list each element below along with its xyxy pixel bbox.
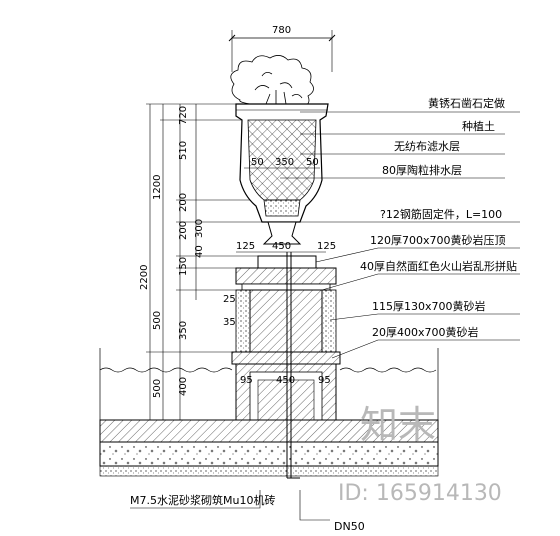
dim-720: 720 xyxy=(178,106,189,125)
dim-urn-height: 1200 xyxy=(152,175,163,200)
dim-25: 25 xyxy=(223,294,236,305)
label-pipe: DN50 xyxy=(334,520,365,533)
pedestal xyxy=(231,252,341,479)
dim-300: 300 xyxy=(194,219,205,238)
dim-780: 780 xyxy=(272,25,291,36)
label-drainage-layer: 80厚陶粒排水层 xyxy=(382,163,462,177)
top-dimension xyxy=(228,30,336,72)
label-urn-material: 黄锈石凿石定做 xyxy=(428,96,505,110)
dim-150: 150 xyxy=(178,257,189,276)
dim-base-height: 500 xyxy=(152,379,163,398)
dim-pedestal-height: 500 xyxy=(152,311,163,330)
dim-base-left: 95 xyxy=(240,375,253,386)
label-sandstone-20: 20厚400x700黄砂岩 xyxy=(372,325,479,339)
urn xyxy=(235,103,329,245)
dim-510: 510 xyxy=(178,141,189,160)
dim-urn-left: 50 xyxy=(251,157,264,168)
label-brick-masonry: M7.5水泥砂浆砌筑Mu10机砖 xyxy=(130,493,275,507)
label-planting-soil: 种植土 xyxy=(462,119,495,133)
label-filter-layer: 无纺布滤水层 xyxy=(394,139,460,153)
dim-urn-mid: 350 xyxy=(275,157,294,168)
dim-base-right: 95 xyxy=(318,375,331,386)
dim-urn-right: 50 xyxy=(306,157,319,168)
dim-200a: 200 xyxy=(178,193,189,212)
dim-200b: 200 xyxy=(178,221,189,240)
label-capping: 120厚700x700黄砂岩压顶 xyxy=(370,233,506,247)
dim-35: 35 xyxy=(223,317,236,328)
watermark-logo: 知末 xyxy=(360,403,436,447)
watermark-id: ID: 165914130 xyxy=(338,481,502,506)
dim-40: 40 xyxy=(194,245,205,258)
dim-neck-right: 125 xyxy=(317,241,336,252)
label-rebar: ?12钢筋固定件，L=100 xyxy=(380,207,502,221)
label-volcanic-rock: 40厚自然面红色火山岩乱形拼贴 xyxy=(360,259,517,273)
pool-floor xyxy=(99,419,439,477)
dim-350: 350 xyxy=(178,321,189,340)
left-dimension-chains xyxy=(146,103,264,421)
dim-neck-left: 125 xyxy=(236,241,255,252)
label-sandstone-115: 115厚130x700黄砂岩 xyxy=(372,299,486,313)
dim-base-mid: 450 xyxy=(276,375,295,386)
shrub xyxy=(230,55,314,112)
dim-400: 400 xyxy=(178,377,189,396)
leader-lines xyxy=(130,111,520,521)
dim-total: 2200 xyxy=(139,265,150,290)
water-surface xyxy=(99,348,439,420)
dim-neck-mid: 450 xyxy=(272,241,291,252)
